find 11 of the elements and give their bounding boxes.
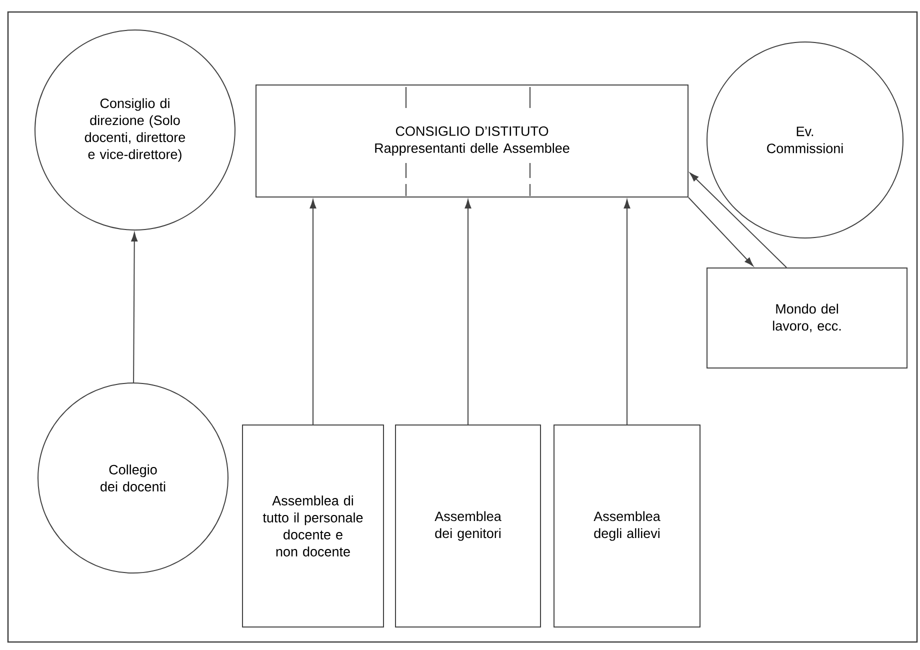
- assembly-box: Assemblea dei genitori: [395, 424, 541, 628]
- arrow: [690, 172, 787, 268]
- arrow: [464, 199, 472, 425]
- arrow: [688, 197, 754, 266]
- arrow: [624, 199, 630, 425]
- arrow: [131, 232, 138, 383]
- assembly-box: Assemblea degli allievi: [554, 424, 700, 628]
- council-box: CONSIGLIO D’ISTITUTO Rappresentanti delle Assemblee: [256, 84, 688, 198]
- institution-box: Mondo del lavoro, ecc.: [706, 268, 908, 368]
- assembly-box: Assemblea di tutto il personale docente e non docente: [242, 424, 384, 628]
- arrow: [310, 199, 316, 425]
